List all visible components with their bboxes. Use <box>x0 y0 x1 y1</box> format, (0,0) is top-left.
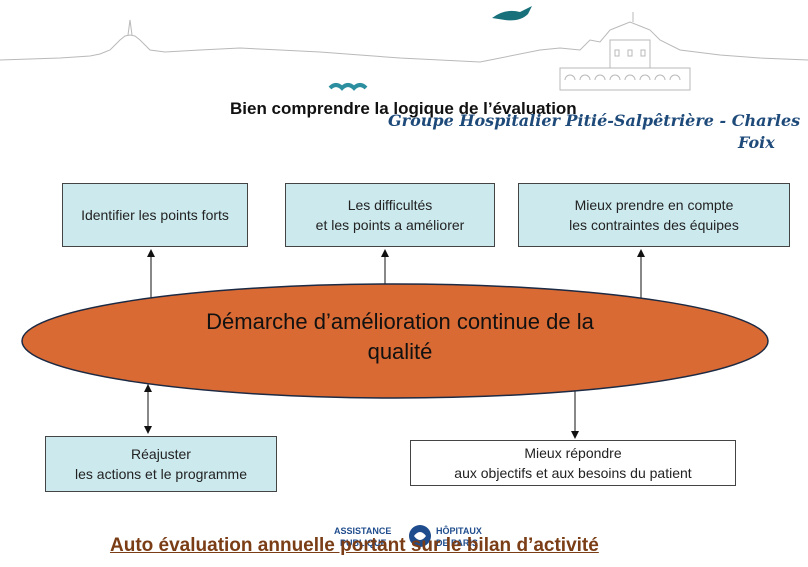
box-difficultes: Les difficultés et les points a améliore… <box>285 183 495 247</box>
central-process-label: Démarche d’amélioration continue de la q… <box>150 307 650 367</box>
auto-evaluation-link[interactable]: Auto évaluation annuelle portant sur le … <box>110 535 599 557</box>
box-contraintes-equipes: Mieux prendre en compte les contraintes … <box>518 183 790 247</box>
box-mieux-repondre: Mieux répondre aux objectifs et aux beso… <box>410 440 736 486</box>
box-identifier-points-forts: Identifier les points forts <box>62 183 248 247</box>
box-reajuster: Réajuster les actions et le programme <box>45 436 277 492</box>
